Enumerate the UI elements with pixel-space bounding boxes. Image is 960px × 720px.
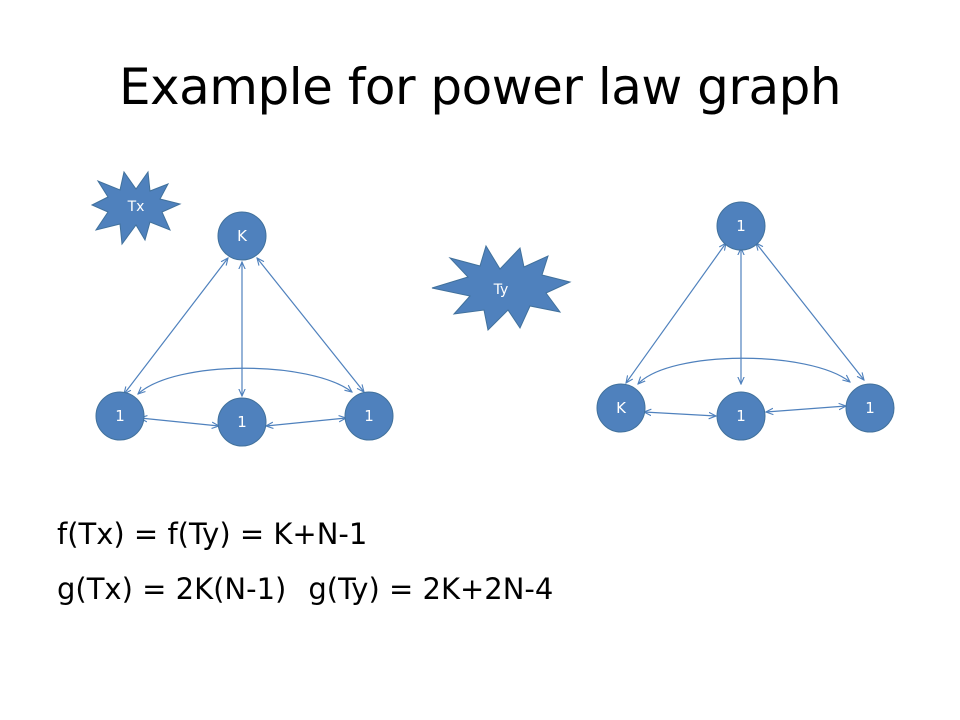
- formula-f: f(Tx) = f(Ty) = K+N-1: [57, 517, 368, 551]
- burst-tx: Tx: [90, 170, 182, 246]
- node-label: 1: [865, 399, 875, 417]
- node-label: K: [237, 227, 248, 245]
- node-right-bottom-right: 1: [845, 383, 895, 433]
- edge-top-to-k: [626, 243, 726, 383]
- node-label: 1: [364, 407, 374, 425]
- node-left-top: K: [217, 211, 267, 261]
- formula-g: g(Tx) = 2K(N-1) g(Ty) = 2K+2N-4: [57, 572, 553, 606]
- node-left-bottom-middle: 1: [217, 397, 267, 447]
- burst-tx-label: Tx: [127, 199, 145, 215]
- node-label: 1: [115, 407, 125, 425]
- node-label: K: [616, 399, 627, 417]
- node-label: 1: [237, 413, 247, 431]
- node-left-bottom-right: 1: [344, 391, 394, 441]
- edge-top-to-right: [756, 243, 864, 380]
- burst-ty: Ty: [431, 244, 572, 332]
- node-label: 1: [736, 217, 746, 235]
- node-right-bottom-left: K: [596, 383, 646, 433]
- edge-k-to-middle: [644, 412, 716, 416]
- formula-g-ty: g(Ty) = 2K+2N-4: [308, 572, 554, 606]
- burst-ty-label: Ty: [493, 282, 509, 298]
- edge-middle-to-right: [266, 418, 346, 426]
- edge-middle-to-right-r: [766, 406, 846, 412]
- slide-title: Example for power law graph: [118, 58, 842, 116]
- formula-g-tx: g(Tx) = 2K(N-1): [57, 572, 287, 606]
- node-label: 1: [736, 407, 746, 425]
- node-left-bottom-left: 1: [95, 391, 145, 441]
- node-right-bottom-middle: 1: [716, 391, 766, 441]
- edge-k-to-right: [257, 258, 364, 392]
- edge-k-right-arc: [638, 357, 850, 384]
- edge-left-to-middle: [140, 418, 219, 426]
- node-right-top: 1: [716, 201, 766, 251]
- edge-left-right-arc: [138, 367, 352, 394]
- edge-k-to-left: [124, 258, 228, 394]
